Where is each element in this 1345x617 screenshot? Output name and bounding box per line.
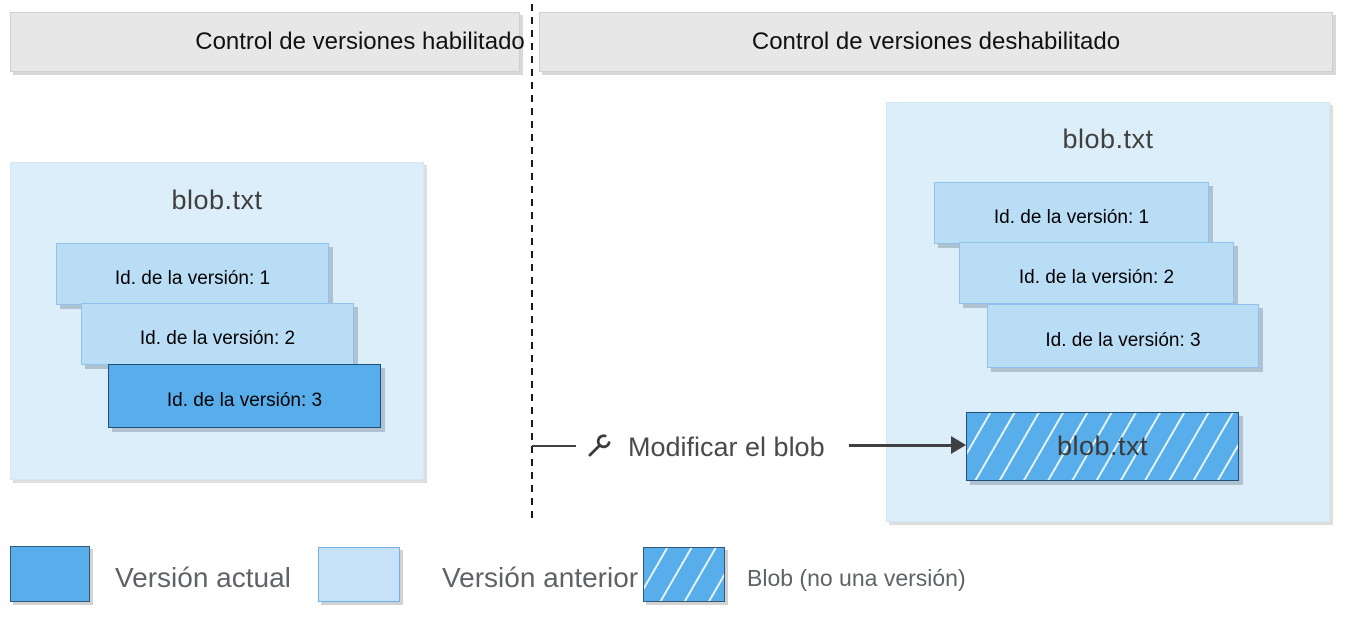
- dashed-divider-line: [531, 4, 533, 523]
- wrench-icon: [588, 434, 611, 457]
- legend-swatch-current-version: [10, 546, 90, 602]
- version-box-label: Id. de la versión: 1: [114, 268, 271, 289]
- legend-label-previous-version: Versión anterior: [442, 562, 639, 593]
- modify-arrow-line: [849, 444, 955, 447]
- version-box-current-3: Id. de la versión: 3: [108, 364, 381, 428]
- legend-label-current-version: Versión actual: [115, 562, 291, 593]
- version-box-previous-2: Id. de la versión: 2: [81, 303, 354, 365]
- version-box-label: Id. de la versión: 3: [1045, 330, 1201, 351]
- container-versioning-enabled: blob.txt Id. de la versión: 1 Id. de la …: [10, 162, 424, 480]
- version-box-previous-1: Id. de la versión: 1: [56, 243, 329, 305]
- blob-hatched-label: blob.txt: [1056, 431, 1149, 461]
- version-box-label: Id. de la versión: 3: [166, 390, 323, 411]
- legend-label-blob-not-version: Blob (no una versión): [747, 565, 966, 591]
- version-box-previous-3: Id. de la versión: 3: [987, 304, 1259, 368]
- version-box-label: Id. de la versión: 2: [139, 328, 296, 349]
- version-box-label: Id. de la versión: 1: [993, 207, 1150, 228]
- modify-connector-line: [532, 445, 576, 447]
- legend-swatch-previous-version: [318, 547, 400, 602]
- version-box-label: Id. de la versión: 2: [1018, 267, 1175, 288]
- header-versioning-disabled: Control de versiones deshabilitado: [539, 12, 1333, 72]
- modify-blob-label: Modificar el blob: [628, 432, 825, 462]
- header-versioning-enabled-label: Control de versiones habilitado: [195, 28, 525, 55]
- blob-hatched-box: blob.txt: [966, 412, 1239, 481]
- blob-title: blob.txt: [171, 185, 263, 215]
- modify-arrow-head: [951, 436, 966, 454]
- blob-title: blob.txt: [1062, 124, 1154, 154]
- version-box-previous-2: Id. de la versión: 2: [959, 242, 1234, 304]
- version-box-previous-1: Id. de la versión: 1: [934, 182, 1209, 244]
- header-versioning-disabled-label: Control de versiones deshabilitado: [751, 28, 1121, 55]
- container-versioning-disabled: blob.txt Id. de la versión: 1 Id. de la …: [886, 102, 1330, 522]
- legend-swatch-blob-not-version: [643, 547, 725, 602]
- header-versioning-enabled: Control de versiones habilitado: [10, 12, 525, 72]
